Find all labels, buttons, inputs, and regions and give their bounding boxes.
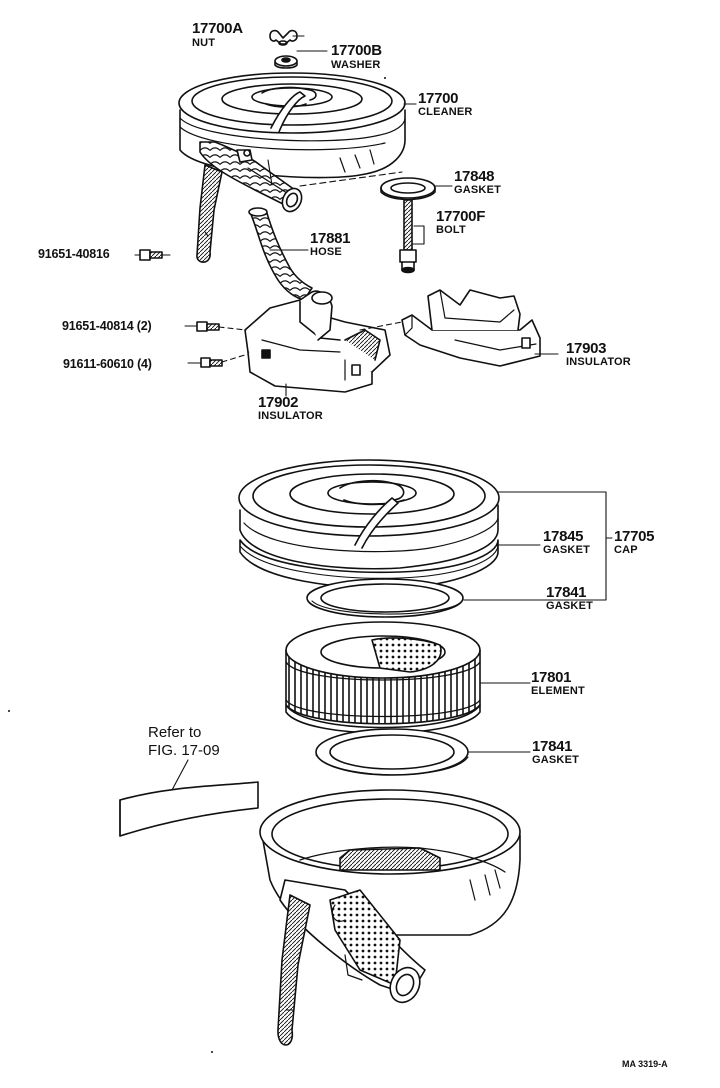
reference-line-2: FIG. 17-09 [148, 742, 220, 759]
callout-bolt-number: 17700F [436, 208, 486, 225]
callout-cleaner-number: 17700 [418, 90, 459, 107]
callout-gasket-17845-number: 17845 [543, 528, 584, 545]
callout-nut-name: NUT [192, 37, 216, 49]
callout-cap-number: 17705 [614, 528, 655, 545]
element-17801-part [285, 621, 481, 734]
callout-washer-number: 17700B [331, 42, 382, 59]
callout-element-name: ELEMENT [531, 685, 585, 697]
part-number-91651-40814: 91651-40814 (2) [62, 319, 152, 333]
bolt-17700f-part [399, 199, 417, 274]
bolt-91611-60610-part [200, 357, 223, 368]
callout-hose-number: 17881 [310, 230, 351, 247]
callout-insulator-17902-number: 17902 [258, 394, 299, 411]
cleaner-base-part [259, 789, 521, 1046]
callout-cap-name: CAP [614, 544, 638, 556]
gasket-17845-part [239, 539, 499, 590]
callout-gasket-17848-number: 17848 [454, 168, 495, 185]
bolt-91651-40814-part [196, 321, 220, 332]
callout-gasket-17841-upper-number: 17841 [546, 584, 587, 601]
gasket-17848-part [380, 177, 436, 201]
callout-hose-name: HOSE [310, 246, 342, 258]
insulator-17903-part [401, 289, 541, 367]
cap-17705-part [238, 459, 500, 570]
assembled-air-cleaner [178, 72, 406, 263]
wing-nut-part [269, 29, 298, 46]
gasket-17841-upper-part [306, 578, 464, 618]
callout-bolt-name: BOLT [436, 224, 466, 236]
callout-gasket-17848-name: GASKET [454, 184, 502, 196]
gasket-17841-lower-part [315, 728, 469, 776]
callout-nut-number: 17700A [192, 20, 243, 37]
drawing-code: MA 3319-A [622, 1059, 668, 1069]
callout-element-number: 17801 [531, 669, 572, 686]
callout-insulator-17903-number: 17903 [566, 340, 607, 357]
reference-flap [119, 759, 259, 837]
callout-gasket-17841-lower-number: 17841 [532, 738, 573, 755]
callout-cleaner-name: CLEANER [418, 106, 473, 118]
callout-gasket-17841-lower-name: GASKET [532, 754, 580, 766]
bolt-91651-40816-part [134, 249, 163, 261]
reference-line-1: Refer to [148, 724, 202, 741]
callout-washer-name: WASHER [331, 59, 381, 71]
callout-gasket-17841-upper-name: GASKET [546, 600, 594, 612]
callout-insulator-17902-name: INSULATOR [258, 410, 323, 422]
washer-part [274, 55, 298, 69]
part-number-91611-60610: 91611-60610 (4) [63, 357, 152, 371]
callout-gasket-17845-name: GASKET [543, 544, 591, 556]
callout-insulator-17903-name: INSULATOR [566, 356, 631, 368]
hose-part [248, 207, 313, 301]
insulator-17902-part [244, 290, 391, 393]
part-number-91651-40816: 91651-40816 [38, 247, 110, 261]
